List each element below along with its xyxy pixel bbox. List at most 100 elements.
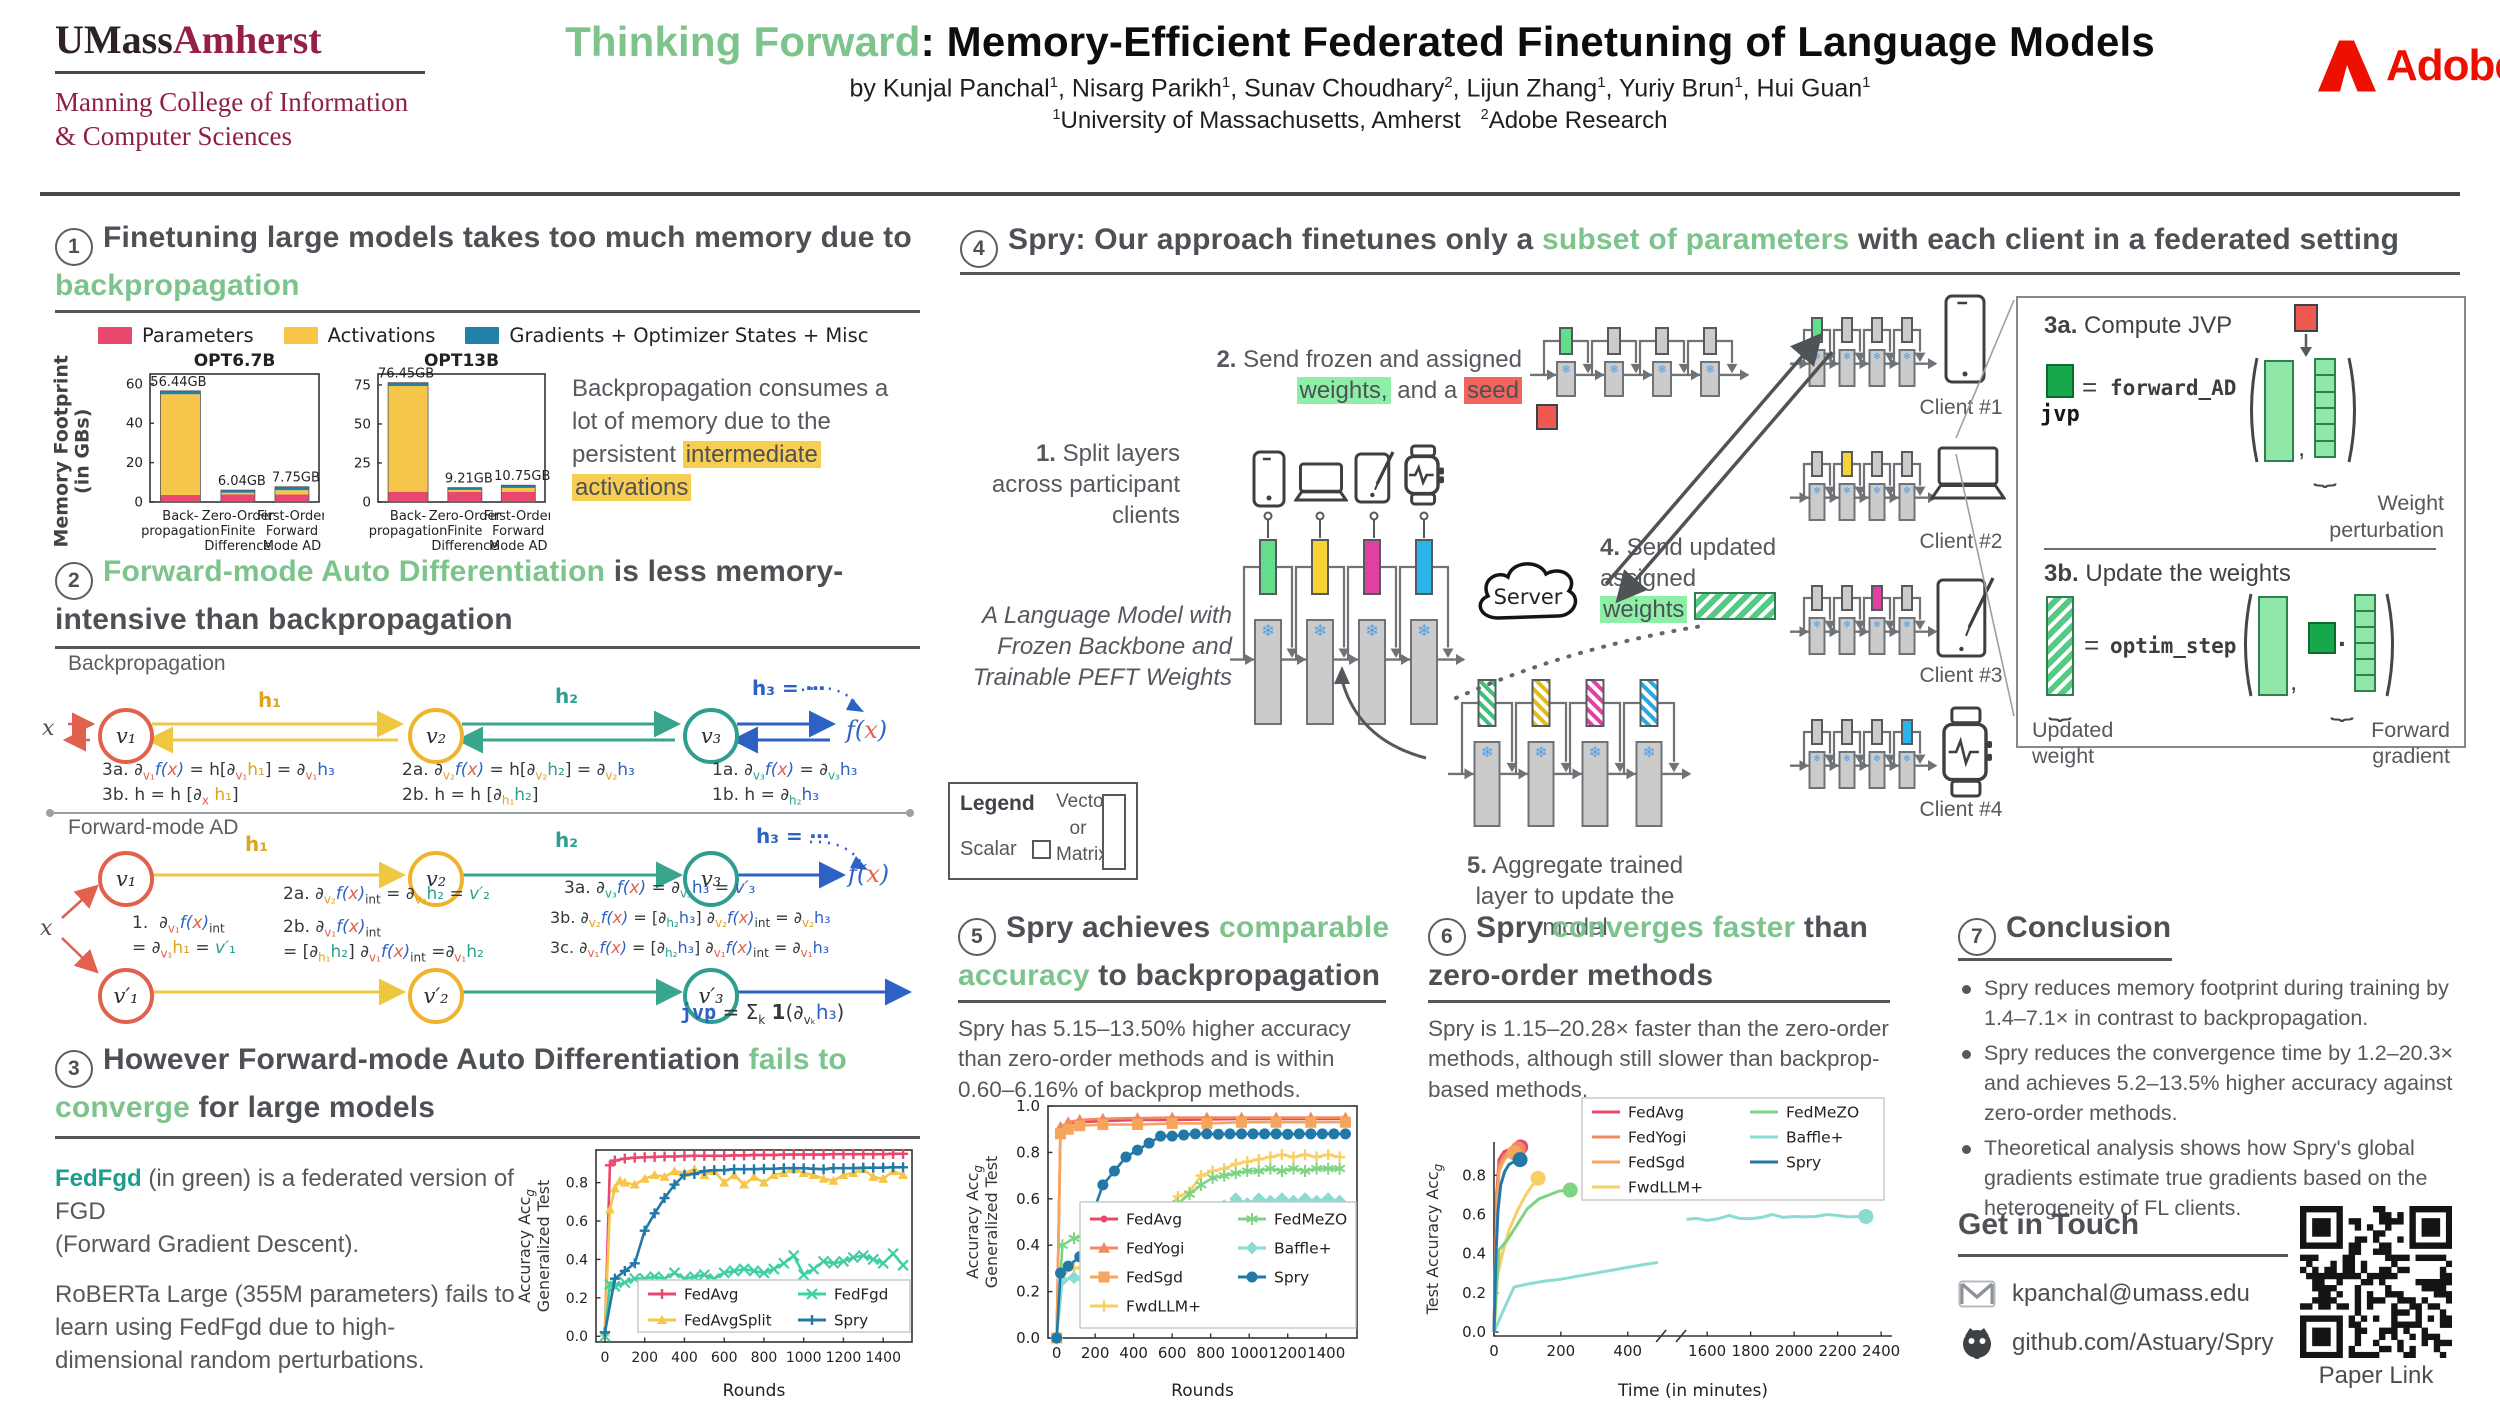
- svg-text:FedYogi: FedYogi: [1126, 1240, 1184, 1258]
- svg-text:2200: 2200: [1819, 1342, 1857, 1360]
- svg-text:0.8: 0.8: [566, 1176, 588, 1192]
- svg-text:1200: 1200: [826, 1350, 862, 1366]
- diagram-separator: [46, 809, 914, 817]
- updated-weight-vector: [2046, 596, 2074, 696]
- affiliations: 1University of Massachusetts, Amherst 2A…: [1052, 107, 1668, 135]
- svg-text:600: 600: [711, 1350, 738, 1366]
- s3-para2: RoBERTa Large (355M parameters) fails to…: [55, 1281, 515, 1375]
- svg-text:0.6: 0.6: [566, 1214, 588, 1230]
- svg-text:1000: 1000: [1230, 1344, 1268, 1362]
- s4-heading-text: Spry: Our approach finetunes only a subs…: [1008, 223, 2400, 256]
- fwd-eq-1: 1. ∂v₁f(x)int= ∂v₁h₁ = v′₁: [132, 913, 236, 960]
- svg-text:❄: ❄: [1561, 363, 1570, 376]
- language-model-diagram: ❄❄❄❄: [1790, 317, 1938, 387]
- qr-caption: Paper Link: [2318, 1362, 2434, 1389]
- s1-legend-item-2: Gradients + Optimizer States + Misc: [465, 324, 868, 347]
- svg-text:0: 0: [1489, 1342, 1499, 1360]
- optim-step-fn: optim_step: [2110, 634, 2237, 658]
- svg-text:2400: 2400: [1862, 1342, 1900, 1360]
- panel-comma-2: ,: [2290, 666, 2298, 696]
- fwd-x: x: [40, 916, 53, 941]
- fwd-h2-label: h₂: [555, 828, 578, 852]
- fwd-node-fx: f(x): [848, 860, 890, 888]
- svg-text:Baffle+: Baffle+: [1274, 1240, 1332, 1258]
- svg-text:Zero-Order: Zero-Order: [202, 509, 275, 524]
- svg-text:56.44GB: 56.44GB: [150, 375, 206, 390]
- language-model-diagram: ❄❄❄❄: [1790, 719, 1938, 789]
- s2-divider: [55, 646, 920, 649]
- svg-text:Accuracy Accg: Accuracy Accg: [516, 1189, 537, 1303]
- forward-gradient-label: Forward gradient: [2371, 718, 2450, 768]
- current-weight-vector: [2258, 596, 2288, 696]
- svg-text:OPT6.7B: OPT6.7B: [194, 351, 276, 371]
- svg-text:OPT13B: OPT13B: [424, 351, 499, 371]
- github-text: github.com/Astuary/Spry: [2012, 1329, 2274, 1356]
- close-paren-2: [2385, 593, 2394, 697]
- svg-text:❄: ❄: [1873, 351, 1881, 362]
- svg-text:FedMeZO: FedMeZO: [1274, 1211, 1347, 1229]
- title-green: Thinking Forward: [565, 18, 921, 65]
- svg-text:1800: 1800: [1732, 1342, 1770, 1360]
- svg-text:10.75GB: 10.75GB: [494, 469, 550, 484]
- s5-heading-text: Spry achieves comparable accuracy to bac…: [958, 911, 1390, 992]
- s4-divider: [960, 272, 2460, 275]
- svg-text:0.6: 0.6: [1462, 1206, 1486, 1224]
- s1-note: Backpropagation consumes a lot of memory…: [572, 375, 889, 502]
- fwd-eq-3c: 3c. ∂v₁f(x) = [∂h₂h₃] ∂v₁f(x)int = ∂v₁h₃: [550, 938, 830, 961]
- svg-text:0.0: 0.0: [1462, 1323, 1486, 1341]
- svg-text:Zero-Order: Zero-Order: [429, 509, 502, 524]
- svg-text:60: 60: [126, 376, 143, 392]
- s6-divider: [1428, 1000, 1890, 1003]
- panel-dot: ·: [2338, 628, 2348, 659]
- brace-perturbation: ⏟: [2313, 462, 2337, 487]
- perturbation-vector-2: [2354, 594, 2376, 692]
- svg-text:1000: 1000: [786, 1350, 822, 1366]
- svg-text:❄: ❄: [1873, 753, 1881, 764]
- svg-text:FedAvg: FedAvg: [1628, 1104, 1684, 1122]
- open-paren-2: [2244, 593, 2253, 697]
- svg-text:❄: ❄: [1261, 621, 1275, 640]
- tablet-icon: [1354, 451, 1395, 504]
- phone-icon: [1944, 294, 1986, 384]
- mail-icon: [1958, 1280, 1996, 1308]
- bp-eq-1b: 1b. h = ∂h₂h₃: [712, 785, 820, 808]
- svg-text:Forward: Forward: [266, 524, 318, 539]
- svg-text:9.21GB: 9.21GB: [445, 472, 493, 487]
- fwd-eq-jvp: jvp = Σk 1(∂vₖh₃): [680, 1000, 845, 1027]
- server-client-arrows: [1604, 332, 1834, 604]
- svg-text:❄: ❄: [1481, 744, 1494, 762]
- jvp-panel: 3a. Compute JVP jvp = forward_AD , ⏟ Wei…: [2016, 296, 2466, 768]
- svg-text:75: 75: [354, 377, 371, 393]
- svg-text:0.8: 0.8: [1016, 1143, 1040, 1161]
- language-model-diagram: ❄❄❄❄: [1790, 585, 1938, 655]
- jvp-square: [2046, 364, 2074, 398]
- umass-logo: UMassAmherst Manning College of Informat…: [55, 16, 425, 154]
- device-pins: [1263, 511, 1429, 538]
- smartwatch-icon: [1404, 444, 1444, 506]
- backprop-label: Backpropagation: [68, 652, 226, 675]
- bar-chart-svg: OPT13B025507576.45GBBack-propagation9.21…: [354, 351, 554, 554]
- svg-text:Rounds: Rounds: [1171, 1381, 1234, 1401]
- bp-eq-2a: 2a. ∂v₂f(x) = h[∂v₂h₂] = ∂v₂h₃: [402, 760, 635, 783]
- fwd-eq-3b: 3b. ∂v₂f(x) = [∂h₂h₃] ∂v₂f(x)int = ∂v₂h₃: [550, 908, 831, 931]
- svg-text:❄: ❄: [1903, 485, 1911, 496]
- svg-text:2000: 2000: [1775, 1342, 1813, 1360]
- svg-text:Difference: Difference: [204, 539, 271, 554]
- node-fx: f(x): [846, 716, 888, 744]
- svg-text:6.04GB: 6.04GB: [218, 474, 266, 489]
- svg-text:1400: 1400: [1307, 1344, 1345, 1362]
- panel-eq-sign: =: [2082, 372, 2098, 402]
- panel-seed-square: [2294, 304, 2318, 332]
- title-block: Thinking Forward: Memory-Efficient Feder…: [460, 18, 2260, 135]
- svg-text:50: 50: [354, 416, 371, 432]
- svg-text:0.0: 0.0: [566, 1329, 588, 1345]
- svg-text:Rounds: Rounds: [723, 1381, 786, 1401]
